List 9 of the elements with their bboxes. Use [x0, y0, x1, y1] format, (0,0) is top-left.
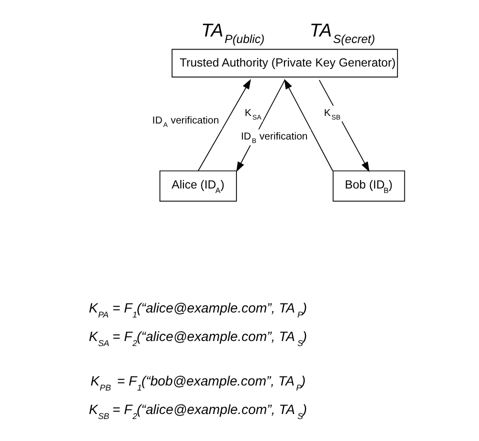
- node-label: TA$_{S(ecret)}$: [309, 19, 374, 46]
- label: K$_{SA}$ = F$_{2}$(“alice@example.com”, TA$_{S}$): [88, 329, 306, 348]
- label: K$_{PA}$ = F$_{1}$(“alice@example.com”, TA$_{P}$): [88, 300, 306, 320]
- edge-label: ID$_{A}$ verification: [152, 115, 218, 129]
- node-label: TA$_{P(ublic)}$: [200, 19, 264, 46]
- label: K$_{SB}$ = F$_{2}$(“alice@example.com”, TA$_{S}$): [88, 402, 306, 422]
- edge-label: ID$_{B}$ verification: [240, 132, 308, 146]
- edge-label: K$_{SA}$: [244, 108, 261, 122]
- edge-label: K$_{SB}$: [323, 108, 340, 122]
